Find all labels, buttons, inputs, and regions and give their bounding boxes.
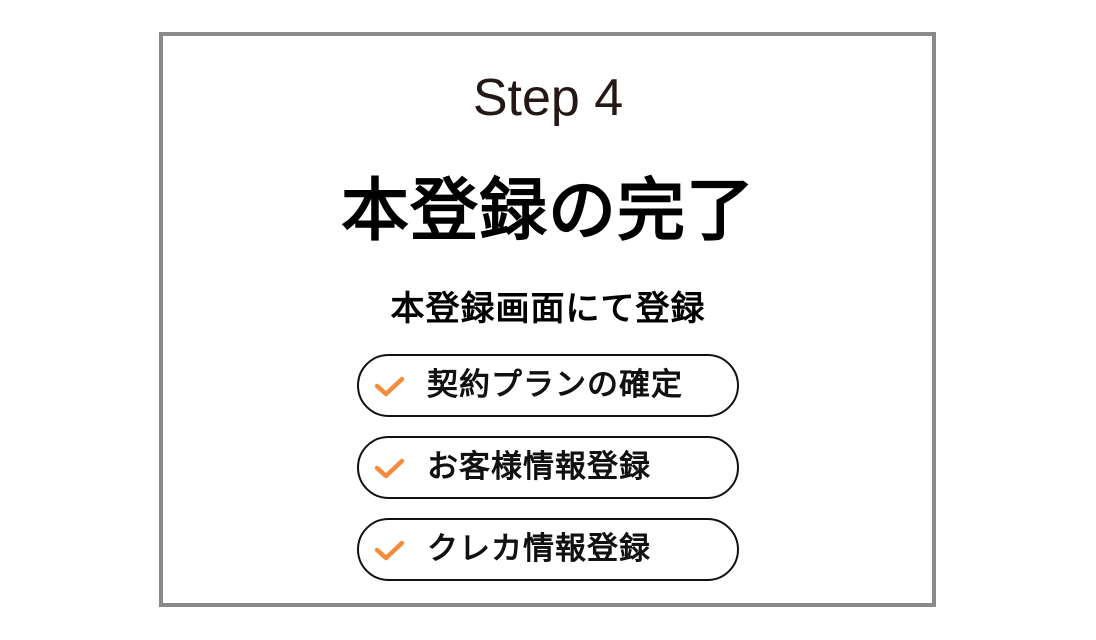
page-title: 本登録の完了	[340, 172, 755, 251]
checklist-item-label: 契約プランの確定	[427, 367, 683, 403]
step-label: Step 4	[472, 69, 624, 127]
check-icon	[374, 458, 405, 479]
page-subtitle: 本登録画面にて登録	[390, 289, 706, 329]
checklist-item-credit-card-info: クレカ情報登録	[357, 518, 739, 581]
check-icon	[374, 376, 405, 397]
step-card-frame	[159, 32, 936, 607]
checklist-item-label: お客様情報登録	[427, 449, 651, 485]
checklist-item-label: クレカ情報登録	[427, 531, 651, 567]
check-icon	[374, 540, 405, 561]
checklist-item-customer-info: お客様情報登録	[357, 436, 739, 499]
checklist-item-plan-confirmation: 契約プランの確定	[357, 354, 739, 417]
